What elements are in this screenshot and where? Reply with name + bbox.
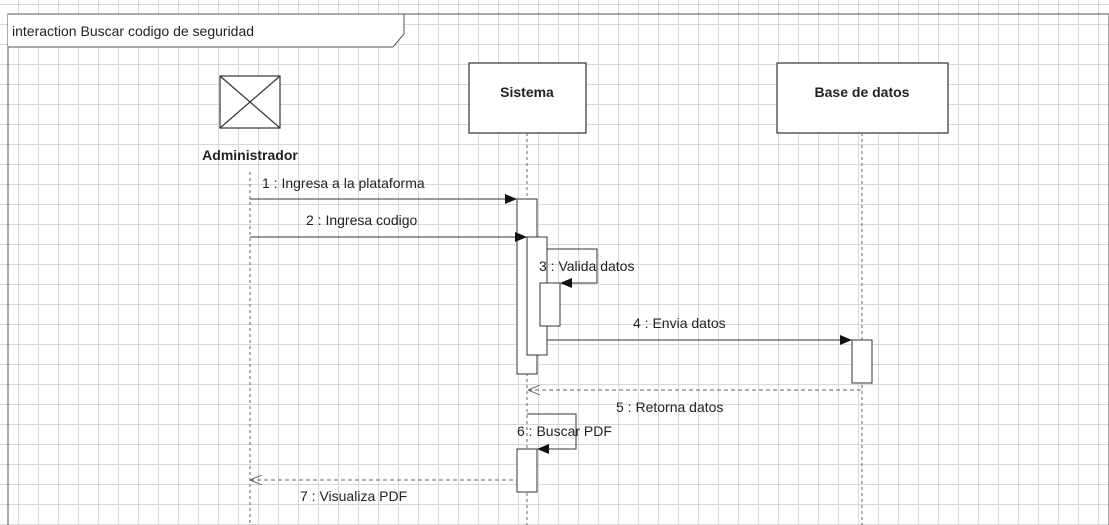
activation-bar — [539, 282, 561, 327]
frame-title: interaction Buscar codigo de seguridad — [12, 23, 254, 39]
message-label-5: 5 : Retorna datos — [616, 399, 723, 415]
actor-icon-cross-b — [219, 75, 281, 129]
frame-title-tab — [8, 13, 405, 48]
lifeline-label-bd: Base de datos — [815, 84, 910, 100]
lifeline-label-sistema: Sistema — [500, 84, 554, 100]
lifeline-label-admin: Administrador — [202, 147, 298, 163]
lifeline-head-bd[interactable] — [776, 62, 949, 134]
message-label-6: 6 : Buscar PDF — [517, 423, 612, 439]
lifeline-head-sistema[interactable] — [468, 62, 587, 134]
message-arrow-3 — [547, 248, 598, 288]
message-label-1: 1 : Ingresa a la plataforma — [262, 175, 425, 191]
message-label-7: 7 : Visualiza PDF — [300, 488, 407, 504]
message-label-3: 3 : Valida datos — [539, 258, 634, 274]
activation-bar — [851, 339, 873, 384]
message-label-2: 2 : Ingresa codigo — [306, 212, 418, 228]
activation-bar — [516, 448, 538, 493]
interaction-frame — [7, 13, 1109, 525]
message-label-4: 4 : Envia datos — [633, 315, 726, 331]
message-arrow-6 — [527, 413, 577, 454]
